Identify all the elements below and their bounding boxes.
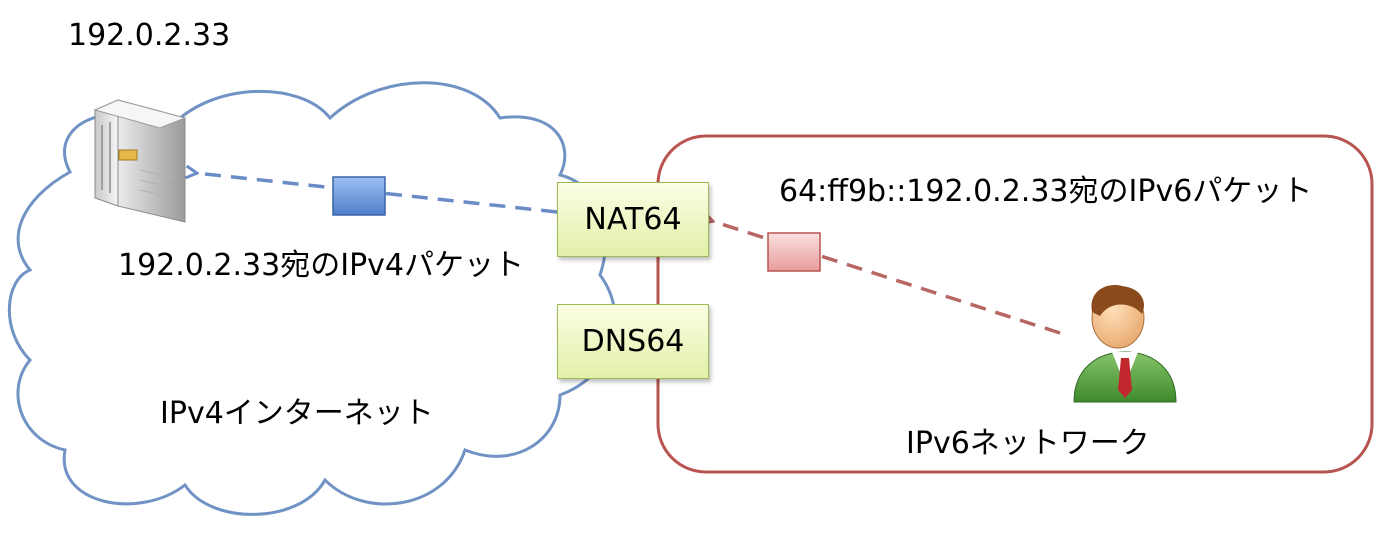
server-ip-label: 192.0.2.33 [68, 18, 231, 53]
nat64-gateway-box: NAT64 [557, 182, 709, 257]
nat64-label: NAT64 [584, 202, 682, 237]
ipv4-packet-label: 192.0.2.33宛のIPv4パケット [118, 248, 524, 283]
ipv6-packet-label: 64:ff9b::192.0.2.33宛のIPv6パケット [779, 174, 1313, 209]
ipv6-packet-icon [767, 232, 821, 272]
user-icon [1073, 285, 1177, 403]
dns64-gateway-box: DNS64 [557, 304, 709, 379]
ipv6-network-label: IPv6ネットワーク [906, 426, 1150, 461]
dns64-label: DNS64 [581, 324, 685, 359]
server-icon [93, 99, 187, 223]
ipv4-internet-label: IPv4インターネット [160, 396, 434, 431]
ipv6-packet-flow-arrow [712, 221, 1061, 335]
ipv4-packet-flow-arrow [196, 173, 558, 214]
ipv4-packet-icon [332, 176, 386, 216]
